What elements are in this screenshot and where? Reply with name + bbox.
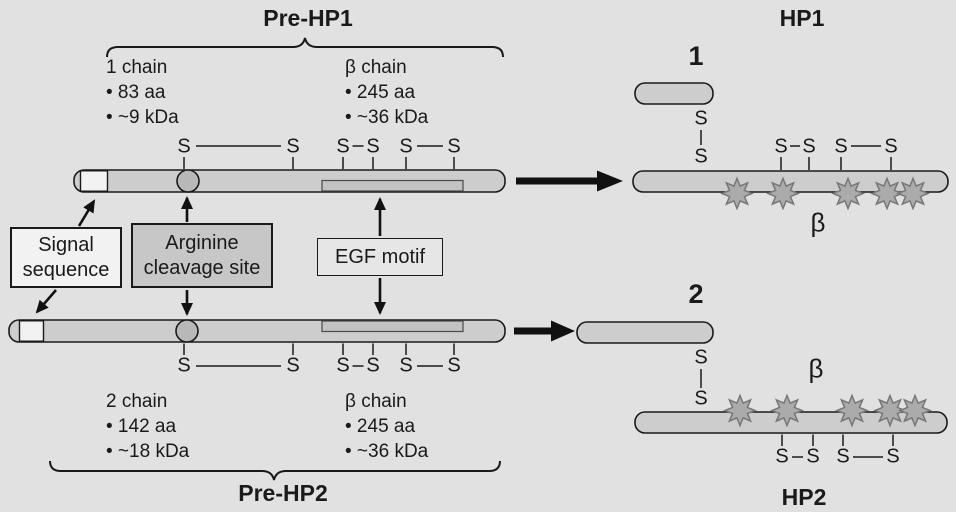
- sulfur-label: S: [834, 135, 848, 158]
- glycosylation-star-icon: [724, 394, 756, 427]
- sulfur-label: S: [836, 445, 850, 468]
- sulfur-label: S: [447, 135, 461, 158]
- conversion-arrow-hp2: [514, 320, 575, 342]
- callout-line: sequence: [22, 258, 110, 281]
- sulfur-label: S: [177, 135, 191, 158]
- sulfur-label: S: [694, 387, 708, 410]
- sulfur-label: S: [177, 354, 191, 377]
- callout-line: Signal: [38, 233, 94, 256]
- chain-name: 1 chain: [106, 57, 168, 78]
- pre-hp1-title: Pre-HP1: [263, 5, 353, 31]
- disulfide-bond-lines-hp1: [700, 130, 892, 170]
- chain-name: β chain: [345, 57, 407, 78]
- sulfur-label: S: [399, 354, 413, 377]
- hp2-beta-label: β: [808, 353, 824, 384]
- sulfur-label: S: [399, 135, 413, 158]
- pre-hp1-brace: [106, 37, 504, 58]
- chain-kda: • ~36 kDa: [345, 441, 429, 462]
- chain-aa: • 245 aa: [345, 416, 416, 437]
- callout-line: EGF motif: [334, 245, 425, 268]
- prehp1-alpha-chain-info: 1 chain • 83 aa • ~9 kDa: [106, 55, 179, 130]
- glycosylation-star-icon: [771, 394, 803, 427]
- glycosylation-star-icon: [767, 177, 799, 210]
- sulfur-label: S: [886, 445, 900, 468]
- glycosylation-star-icon: [721, 177, 753, 210]
- chain-name: 2 chain: [106, 391, 168, 412]
- chain-kda: • ~18 kDa: [106, 441, 190, 462]
- sulfur-label: S: [775, 445, 789, 468]
- pre-hp2-title: Pre-HP2: [238, 480, 328, 506]
- sulfur-label: S: [286, 354, 300, 377]
- chain-kda: • ~36 kDa: [345, 107, 429, 128]
- sulfur-label: S: [694, 145, 708, 168]
- pre-hp2-brace: [49, 460, 501, 481]
- egf-motif-region: [321, 320, 464, 333]
- disulfide-bond-lines-prehp2: [183, 343, 455, 367]
- sulfur-label: S: [884, 135, 898, 158]
- hp2-title: HP2: [781, 484, 827, 510]
- chain-name: β chain: [345, 391, 407, 412]
- sulfur-label: S: [694, 107, 708, 130]
- sulfur-label: S: [336, 354, 350, 377]
- arginine-cleavage-circle: [176, 169, 200, 193]
- sulfur-label: S: [336, 135, 350, 158]
- disulfide-bond-lines-hp2: [700, 369, 894, 458]
- conversion-arrow-hp1: [516, 170, 623, 192]
- hp1-beta-label: β: [810, 207, 826, 238]
- glycosylation-star-icon: [836, 394, 868, 427]
- hp1-alpha1-bar: [634, 82, 714, 105]
- chain-aa: • 142 aa: [106, 416, 177, 437]
- chain-aa: • 245 aa: [345, 82, 416, 103]
- sulfur-label: S: [366, 354, 380, 377]
- sulfur-label: S: [694, 346, 708, 369]
- hp2-alpha2-number: 2: [688, 279, 704, 309]
- glycosylation-star-icon: [897, 177, 929, 210]
- signal-pointer-arrow-top: [77, 199, 96, 227]
- glycosylation-star-icon: [899, 394, 931, 427]
- sulfur-label: S: [774, 135, 788, 158]
- prehp2-alpha-chain-info: 2 chain • 142 aa • ~18 kDa: [106, 389, 189, 464]
- signal-pointer-arrow-bottom: [35, 289, 57, 314]
- arginine-cleavage-site-label: Arginine cleavage site: [131, 223, 273, 288]
- sulfur-label: S: [806, 445, 820, 468]
- callout-line: cleavage site: [143, 256, 261, 279]
- chain-aa: • 83 aa: [106, 82, 166, 103]
- prehp2-beta-chain-info: β chain • 245 aa • ~36 kDa: [345, 389, 428, 464]
- hp2-alpha2-bar: [576, 321, 714, 344]
- callout-line: Arginine: [165, 231, 239, 254]
- sulfur-label: S: [447, 354, 461, 377]
- sulfur-label: S: [286, 135, 300, 158]
- arginine-cleavage-circle: [175, 319, 199, 343]
- prehp1-beta-chain-info: β chain • 245 aa • ~36 kDa: [345, 55, 428, 130]
- egf-motif-region: [321, 179, 464, 192]
- hp1-alpha1-number: 1: [688, 41, 704, 71]
- sulfur-label: S: [802, 135, 816, 158]
- signal-sequence-label: Signal sequence: [10, 227, 122, 288]
- signal-sequence-segment: [18, 320, 45, 342]
- chain-kda: • ~9 kDa: [106, 107, 179, 128]
- signal-sequence-segment: [79, 170, 109, 192]
- glycosylation-star-icon: [832, 177, 864, 210]
- hp1-title: HP1: [779, 5, 825, 31]
- egf-motif-label: EGF motif: [317, 238, 443, 276]
- disulfide-bond-lines-prehp1: [183, 145, 455, 169]
- sulfur-label: S: [366, 135, 380, 158]
